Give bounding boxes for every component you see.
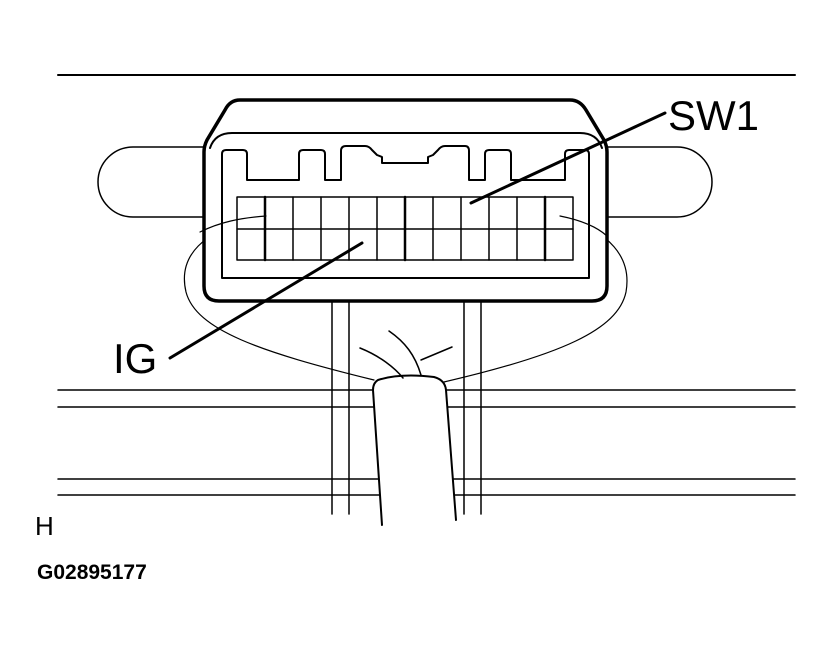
ig-leader-line: [168, 241, 364, 360]
harness-strands: [359, 330, 453, 379]
wire-loop-end-left: [199, 215, 267, 233]
bracket-lines: [331, 300, 482, 515]
sw1-leader-line: [469, 111, 667, 205]
view-letter: H: [35, 511, 54, 541]
wire-loop-end-right: [559, 215, 608, 237]
figure-code: G02895177: [37, 561, 147, 584]
right-mounting-tab: [606, 146, 713, 218]
housing-inner-rim: [209, 132, 603, 149]
pin-grid: [236, 195, 574, 262]
ig-callout-label: IG: [113, 335, 158, 382]
left-mounting-tab: [97, 146, 205, 218]
wire-harness-cable: [372, 374, 457, 526]
sw1-callout-label: SW1: [668, 92, 760, 139]
